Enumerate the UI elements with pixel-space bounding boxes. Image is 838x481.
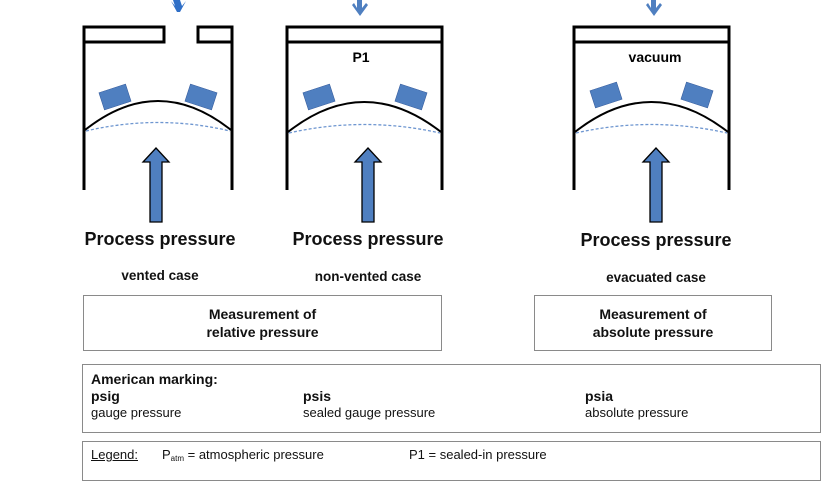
- legend-box: Legend: Patm = atmospheric pressure P1 =…: [82, 441, 821, 481]
- atmosphere-arrow-icon: [646, 0, 662, 16]
- lid: [285, 25, 444, 44]
- lid-right: [196, 25, 234, 44]
- lid: [572, 25, 731, 44]
- vented-case-sensor: [82, 0, 234, 223]
- process-pressure-label-vented: Process pressure: [84, 229, 236, 249]
- legend-item-p1: P1 = sealed-in pressure: [409, 447, 547, 462]
- diaphragm-deflected-dashed: [85, 121, 231, 132]
- case-label-vented: vented case: [121, 268, 199, 283]
- process-pressure-label-evacuated: Process pressure: [580, 230, 732, 250]
- atmosphere-arrow-icon: [171, 0, 186, 12]
- case-label-non-vented: non-vented case: [314, 269, 422, 284]
- non-vented-case-sensor: P1: [285, 0, 444, 223]
- chamber-label: P1: [352, 49, 369, 65]
- process-pressure-arrow-icon: [141, 147, 171, 223]
- marking-item-psia: psia absolute pressure: [585, 388, 688, 421]
- strain-gauge-left: [98, 83, 132, 111]
- evacuated-case-sensor: vacuum: [572, 0, 731, 223]
- legend-title: Legend:: [91, 447, 138, 462]
- lid-left: [82, 25, 166, 44]
- relative-pressure-box: Measurement of relative pressure: [83, 295, 442, 351]
- marking-item-psig: psig gauge pressure: [91, 388, 181, 421]
- process-pressure-arrow-icon: [641, 147, 671, 223]
- patm-text: = atmospheric pressure: [184, 447, 324, 462]
- absolute-pressure-box: Measurement of absolute pressure: [534, 295, 772, 351]
- case-label-evacuated: evacuated case: [606, 270, 706, 285]
- process-pressure-arrow-icon: [353, 147, 383, 223]
- absolute-pressure-line2: absolute pressure: [592, 324, 714, 340]
- patm-symbol: P: [162, 447, 171, 462]
- diaphragm-deflected-dashed: [288, 123, 441, 134]
- marking-description: sealed gauge pressure: [303, 405, 436, 420]
- strain-gauge-right: [680, 81, 714, 109]
- legend-item-patm: Patm = atmospheric pressure: [162, 447, 324, 463]
- relative-pressure-line2: relative pressure: [206, 324, 319, 340]
- relative-pressure-line1: Measurement of: [208, 306, 317, 322]
- diaphragm: [574, 101, 729, 133]
- strain-gauge-left: [589, 81, 623, 109]
- strain-gauge-right: [184, 83, 218, 111]
- diaphragm: [287, 101, 442, 133]
- marking-code: psig: [91, 388, 120, 404]
- strain-gauge-left: [302, 83, 336, 111]
- pressure-measurement-diagram: P1 vacuum: [82, 0, 731, 223]
- patm-subscript: atm: [170, 454, 185, 463]
- process-pressure-label-non-vented: Process pressure: [292, 229, 444, 249]
- diaphragm-deflected-dashed: [575, 123, 728, 134]
- american-marking-title: American marking:: [91, 371, 218, 387]
- marking-description: absolute pressure: [585, 405, 689, 420]
- strain-gauge-right: [394, 83, 428, 111]
- chamber-label: vacuum: [629, 49, 682, 65]
- absolute-pressure-line1: Measurement of: [599, 306, 707, 322]
- marking-code: psis: [303, 388, 332, 404]
- american-marking-box: American marking: psig gauge pressure ps…: [82, 364, 821, 433]
- marking-code: psia: [585, 388, 614, 404]
- diaphragm: [84, 100, 232, 131]
- marking-description: gauge pressure: [91, 405, 182, 420]
- marking-item-psis: psis sealed gauge pressure: [303, 388, 435, 421]
- atmosphere-arrow-icon: [352, 0, 368, 16]
